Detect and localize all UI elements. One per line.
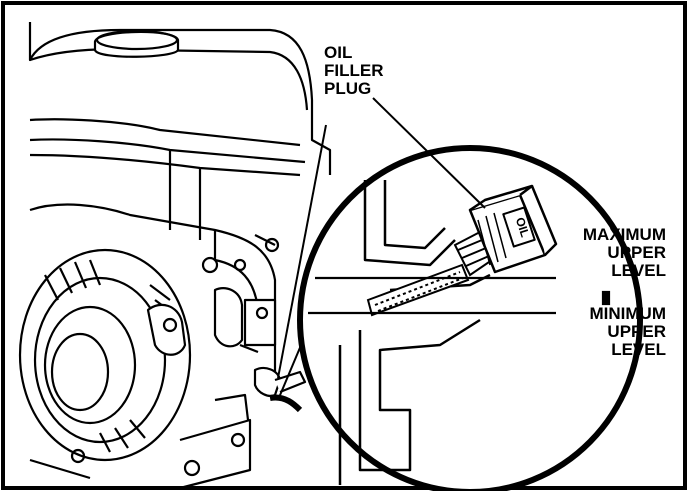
plug-leader-line (372, 97, 486, 209)
cap-marking: OIL (513, 216, 532, 239)
maximum-upper-level-label: MAXIMUM UPPER LEVEL (582, 225, 666, 280)
plug-leader-line-2 (277, 124, 327, 379)
minimum-upper-level-label: MINIMUM UPPER LEVEL (589, 304, 666, 359)
level-range-marker (601, 290, 611, 306)
oil-cap-icon (468, 184, 558, 274)
magnifier-circle (269, 145, 643, 491)
oil-filler-plug-label: OIL FILLER PLUG (324, 43, 384, 98)
level-lines (308, 276, 611, 315)
engine-body (18, 22, 332, 490)
